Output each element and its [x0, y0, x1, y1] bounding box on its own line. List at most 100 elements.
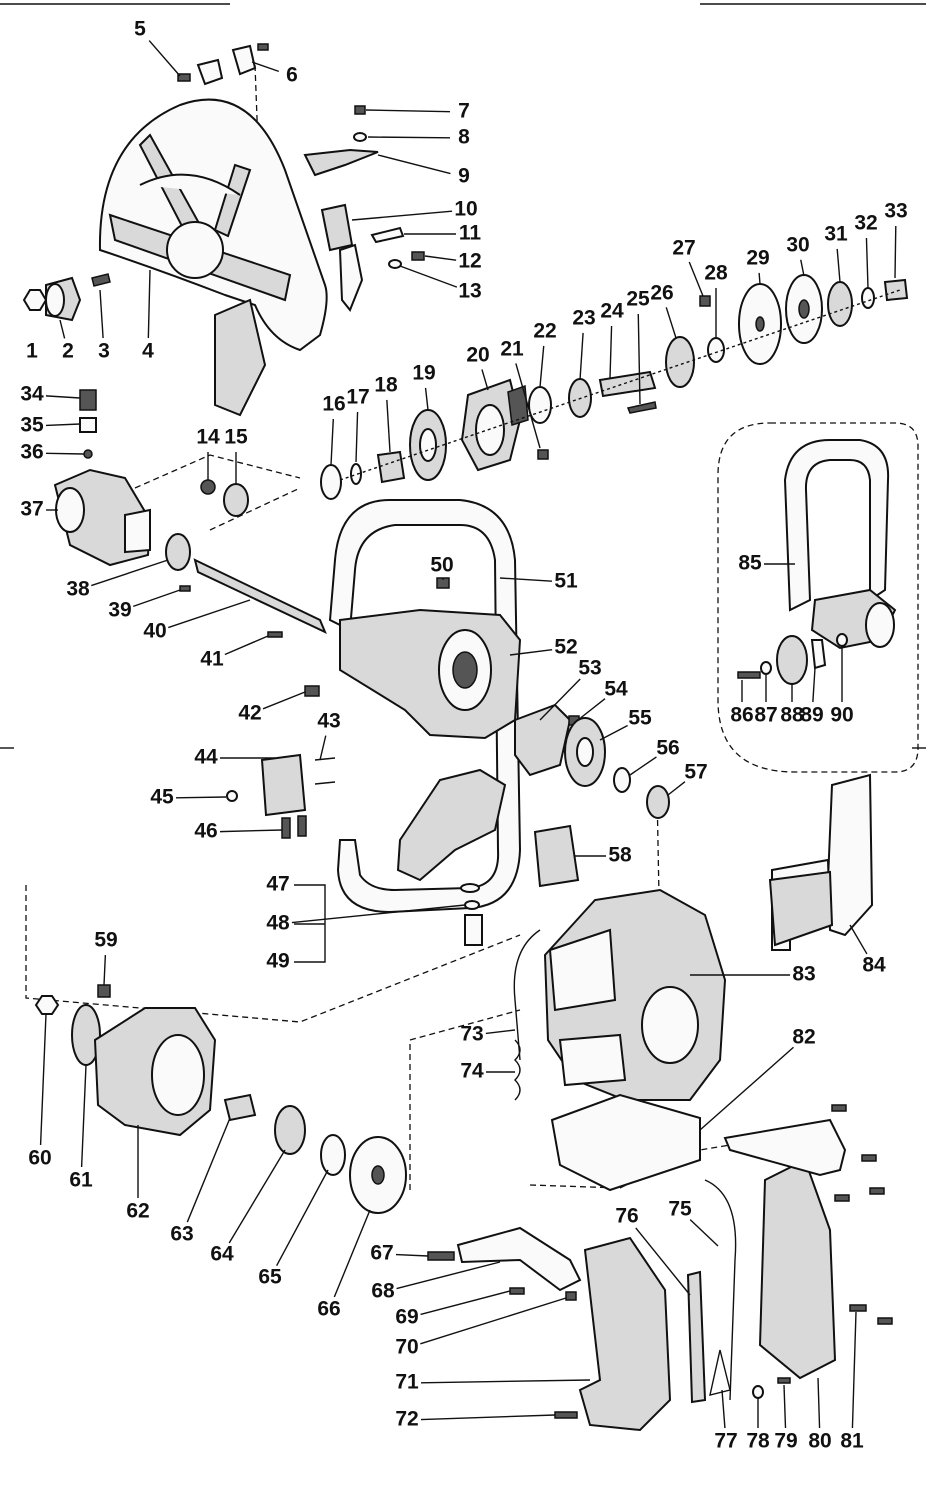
part-label-83: 83	[792, 963, 815, 986]
part-label-60: 60	[28, 1147, 51, 1170]
leader-line-25	[637, 313, 641, 405]
frame-handle-part-51	[328, 499, 522, 914]
part-label-21: 21	[500, 338, 524, 361]
leader-line-24	[609, 325, 613, 379]
part-label-42: 42	[238, 702, 261, 725]
bearing-part-57	[646, 785, 670, 819]
leader-line-63	[186, 1117, 231, 1223]
leader-line-59	[103, 954, 107, 986]
leader-line-80	[817, 1377, 821, 1429]
part-label-88: 88	[780, 704, 804, 727]
part-label-47: 47	[266, 873, 289, 896]
part-label-85: 85	[738, 552, 762, 575]
flange-part-26	[665, 336, 695, 388]
leader-line-77	[721, 1389, 726, 1429]
leader-line-34	[45, 395, 81, 399]
part-label-70: 70	[395, 1336, 418, 1359]
part-label-50: 50	[430, 554, 453, 577]
part-label-15: 15	[224, 426, 248, 449]
guard-part-82	[550, 1093, 701, 1192]
part-label-81: 81	[840, 1430, 864, 1453]
part-label-30: 30	[786, 234, 809, 257]
leader-line-26	[665, 307, 677, 339]
part-label-53: 53	[578, 657, 601, 680]
leader-line-81	[851, 1311, 857, 1429]
part-label-56: 56	[656, 737, 679, 760]
part-label-75: 75	[668, 1198, 692, 1221]
ring-part-65	[320, 1134, 346, 1176]
leader-lines	[39, 40, 897, 1429]
part-label-18: 18	[374, 374, 398, 397]
leader-line-19	[424, 387, 429, 411]
shaft-part-40	[193, 558, 327, 635]
part-label-84: 84	[862, 954, 886, 977]
screw-part-59	[97, 984, 111, 998]
part-label-38: 38	[66, 578, 90, 601]
leader-line-7	[365, 109, 451, 113]
spring-part-35	[79, 417, 97, 433]
leader-line-23	[579, 332, 584, 381]
leader-line-65	[276, 1169, 329, 1266]
bracket-47-49	[294, 884, 326, 963]
leader-line-89	[812, 667, 816, 703]
part-label-64: 64	[210, 1243, 234, 1266]
leader-line-46	[219, 829, 283, 833]
part-label-4: 4	[142, 340, 154, 363]
cover-part-58	[533, 824, 580, 888]
leader-line-71	[420, 1379, 591, 1384]
part-label-9: 9	[458, 165, 470, 188]
plate-part-89	[810, 639, 827, 670]
bolt-part-34	[79, 389, 97, 411]
leader-line-40	[168, 599, 251, 629]
part-label-33: 33	[884, 200, 907, 223]
part-label-61: 61	[69, 1169, 93, 1192]
leader-line-61	[80, 1064, 87, 1168]
washer-part-13	[388, 259, 402, 269]
trigger-part-76	[686, 1270, 707, 1404]
leader-line-39	[132, 589, 181, 608]
key-part-41	[267, 631, 283, 638]
bushing-part-18	[376, 450, 406, 484]
part-label-36: 36	[20, 441, 43, 464]
bolt-part-49	[464, 914, 483, 946]
part-label-46: 46	[194, 820, 217, 843]
leader-line-67	[395, 1253, 429, 1257]
leader-line-3	[99, 289, 104, 339]
bolt-part-67	[427, 1251, 455, 1261]
screw-part-12	[411, 251, 425, 261]
part-label-29: 29	[746, 247, 769, 270]
leader-line-8	[367, 136, 451, 139]
optional-handle-outline	[717, 422, 919, 773]
part-label-76: 76	[615, 1205, 638, 1228]
washer-part-8	[353, 132, 367, 142]
rear-handle-part-71	[578, 1236, 672, 1432]
part-label-43: 43	[317, 710, 340, 733]
blade-guard-part-4	[98, 98, 328, 417]
ball-part-36	[83, 449, 93, 459]
part-label-74: 74	[460, 1060, 484, 1083]
part-label-22: 22	[533, 320, 556, 343]
bearing-part-64	[274, 1105, 306, 1155]
leader-line-68	[396, 1261, 501, 1290]
pin-part-7	[354, 105, 366, 115]
leader-line-73	[485, 1029, 516, 1035]
leader-line-5	[148, 40, 181, 77]
washer-part-47	[460, 883, 480, 893]
spring-part-77	[709, 1349, 731, 1396]
ring-part-17	[350, 463, 362, 485]
gear-part-15	[223, 483, 249, 517]
part-label-78: 78	[746, 1430, 770, 1453]
leader-line-38	[91, 559, 169, 587]
leader-line-30	[800, 259, 805, 277]
part-label-63: 63	[170, 1223, 193, 1246]
part-label-77: 77	[714, 1430, 737, 1453]
leader-line-31	[836, 248, 841, 283]
part-label-31: 31	[824, 223, 848, 246]
leader-line-12	[424, 255, 457, 261]
part-label-72: 72	[395, 1408, 418, 1431]
part-label-12: 12	[458, 250, 481, 273]
part-label-10: 10	[454, 198, 477, 221]
leader-line-21	[515, 363, 541, 449]
